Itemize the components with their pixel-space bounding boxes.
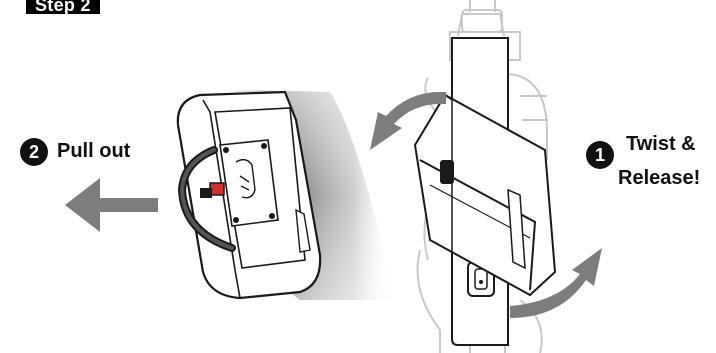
step-number-2-icon: 2 bbox=[20, 138, 48, 166]
twist-label: Twist & bbox=[626, 133, 696, 156]
step-number-1-icon: 1 bbox=[586, 141, 614, 169]
latch-marker bbox=[210, 183, 224, 195]
pull-out-label: Pull out bbox=[57, 140, 130, 163]
release-label: Release! bbox=[618, 167, 700, 190]
pull-direction-arrow bbox=[65, 178, 158, 232]
